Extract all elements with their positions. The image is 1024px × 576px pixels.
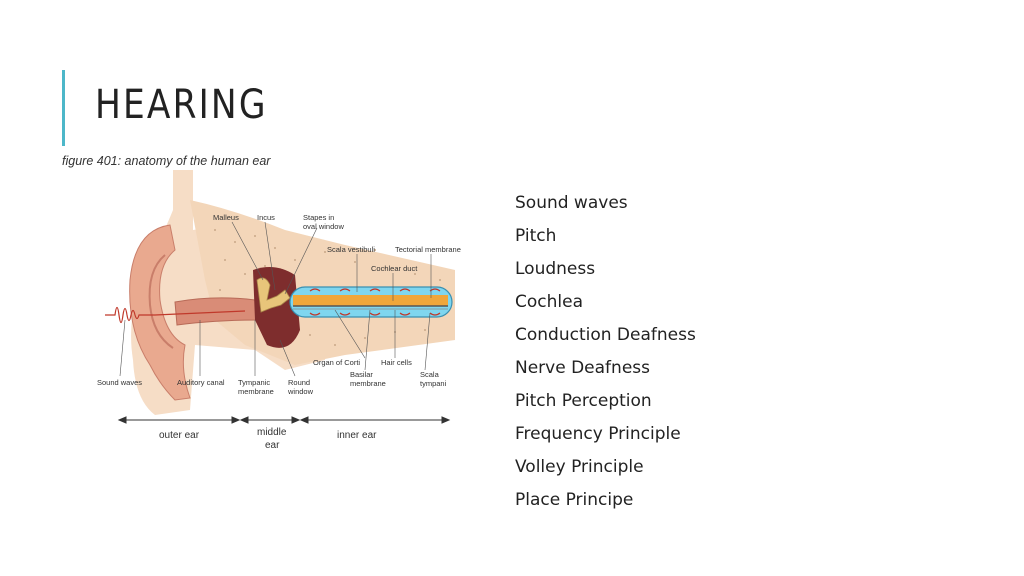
ear-anatomy-diagram: Malleus Incus Stapes in oval window Scal… xyxy=(97,170,461,451)
label-tympanic-line2: membrane xyxy=(238,387,274,396)
temporal-bone xyxy=(190,200,455,365)
ossicles xyxy=(256,277,291,313)
title-accent-bar xyxy=(62,70,65,146)
label-basilar-line2: membrane xyxy=(350,379,386,388)
list-item: Place Principe xyxy=(515,490,634,510)
list-item: Sound waves xyxy=(515,193,628,213)
bone-texture xyxy=(214,229,441,346)
label-basilar-line1: Basilar xyxy=(350,370,373,379)
region-arrows xyxy=(117,416,451,424)
label-round-window-line2: window xyxy=(287,387,314,396)
list-item: Pitch Perception xyxy=(515,391,652,411)
label-round-window-line1: Round xyxy=(288,378,310,387)
label-incus: Incus xyxy=(257,213,275,222)
topic-list: Sound waves Pitch Loudness Cochlea Condu… xyxy=(515,190,696,520)
label-scala-tympani-line2: tympani xyxy=(420,379,447,388)
label-stapes-line2: oval window xyxy=(303,222,344,231)
list-item: Pitch xyxy=(515,226,557,246)
label-auditory-canal: Auditory canal xyxy=(177,378,225,387)
pinna-inner xyxy=(148,254,174,349)
label-tectorial-membrane: Tectorial membrane xyxy=(395,245,461,254)
label-cochlear-duct: Cochlear duct xyxy=(371,264,418,273)
list-item: Conduction Deafness xyxy=(515,325,696,345)
list-item: Volley Principle xyxy=(515,457,644,477)
pinna xyxy=(129,224,191,401)
list-item: Cochlea xyxy=(515,292,583,312)
label-sound-waves: Sound waves xyxy=(97,378,142,387)
cochlear-duct xyxy=(293,295,448,306)
label-hair-cells: Hair cells xyxy=(381,358,412,367)
label-malleus: Malleus xyxy=(213,213,239,222)
slide-title: HEARING xyxy=(95,82,268,128)
label-scala-vestibuli: Scala vestibuli xyxy=(327,245,375,254)
region-outer-ear: outer ear xyxy=(159,430,200,441)
region-middle-ear-line2: ear xyxy=(265,440,280,451)
figure-caption: figure 401: anatomy of the human ear xyxy=(62,154,271,168)
label-stapes-line1: Stapes in xyxy=(303,213,334,222)
label-tympanic-line1: Tympanic xyxy=(238,378,270,387)
list-item: Frequency Principle xyxy=(515,424,681,444)
region-inner-ear: inner ear xyxy=(337,430,377,441)
sound-wave xyxy=(105,306,246,324)
label-organ-of-corti: Organ of Corti xyxy=(313,358,360,367)
list-item: Nerve Deafness xyxy=(515,358,650,378)
region-middle-ear-line1: middle xyxy=(257,427,287,438)
label-scala-tympani-line1: Scala xyxy=(420,370,440,379)
list-item: Loudness xyxy=(515,259,596,279)
